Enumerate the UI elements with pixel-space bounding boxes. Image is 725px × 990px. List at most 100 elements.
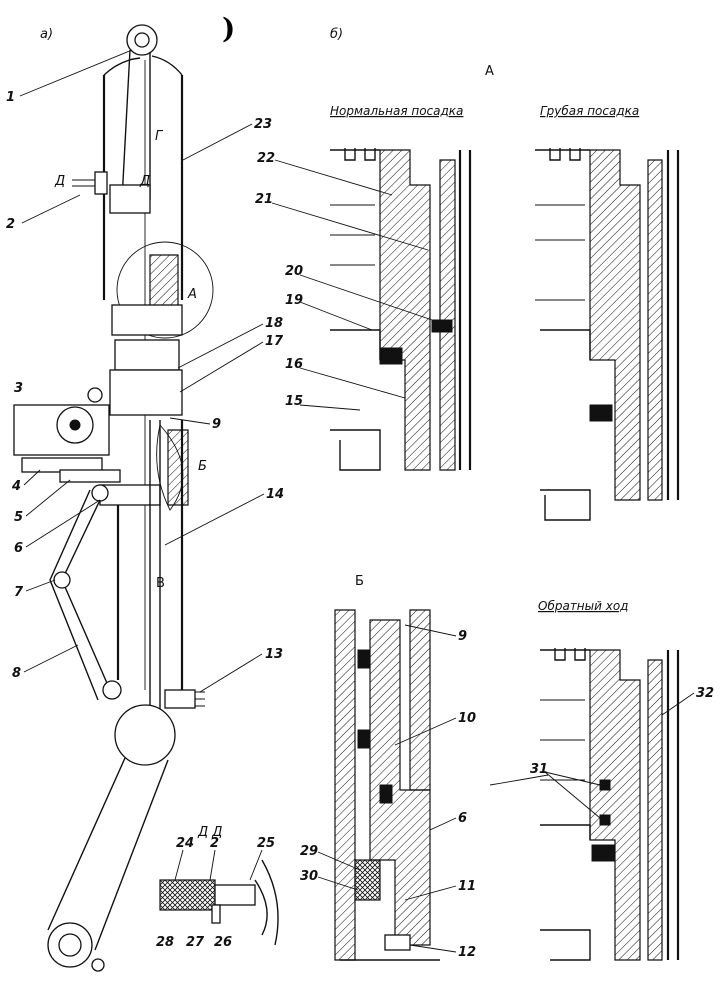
detail-b (334, 609, 440, 961)
dd-stem (211, 904, 221, 924)
rough-housing (589, 149, 641, 501)
torque-link (49, 489, 111, 701)
callout-27: 27 (186, 935, 205, 950)
upper-box (109, 184, 151, 214)
callout-18: 18 (265, 316, 283, 331)
b-outer-wall (334, 609, 356, 961)
panel-a-label: а) (40, 27, 53, 42)
dd-nut (214, 884, 256, 906)
callout-1: 1 (6, 90, 15, 105)
leader-11 (404, 885, 457, 901)
normal-rod (439, 159, 456, 471)
collar-2 (114, 339, 180, 371)
leader-17 (179, 341, 264, 393)
view-b-title: Б (355, 574, 364, 589)
callout-29: 29 (300, 844, 318, 859)
leader-14 (164, 493, 265, 546)
detail-reverse (540, 648, 680, 961)
normal-housing (379, 149, 431, 471)
rev-housing (589, 649, 641, 961)
detail-rough (535, 148, 680, 521)
link-pivot (53, 571, 71, 589)
rev-outline (540, 649, 591, 961)
leader-4 (23, 469, 41, 486)
rev-seal (591, 844, 615, 862)
callout-9-b: 9 (458, 629, 467, 644)
normal-teeth (344, 148, 376, 161)
main-strut-view: Д Д Г В А Б (13, 24, 214, 972)
leader-6-b (429, 817, 457, 831)
leader-19 (299, 301, 373, 331)
callouts: 1 2 3 4 5 6 7 8 9 13 14 15 16 17 18 19 2… (6, 49, 714, 960)
collar-3 (109, 369, 183, 416)
leader-24 (174, 849, 184, 881)
rev-ring-31b (599, 814, 611, 826)
label-v: В (156, 576, 165, 591)
callout-13: 13 (265, 647, 283, 662)
caption-reverse: Обратный ход (538, 599, 628, 613)
rough-outline (535, 149, 591, 521)
axle-housing (114, 704, 176, 766)
rough-seal (589, 404, 613, 422)
callout-4: 4 (11, 479, 21, 494)
b-inner-wall (409, 609, 431, 791)
leader-12 (409, 944, 457, 953)
item-2-threads (72, 179, 95, 187)
callout-2-dd: 2 (210, 836, 219, 851)
rev-rod (647, 659, 663, 961)
leader-9-b (404, 624, 457, 637)
leader-31c (489, 774, 549, 786)
section-dd: Д Д (159, 825, 279, 946)
leader-7 (25, 579, 56, 592)
zone-b-detail (167, 429, 189, 506)
caption-normal: Нормальная посадка (330, 104, 463, 118)
cylinder-top-left (103, 57, 141, 76)
bracket-mark: ) (222, 12, 235, 45)
pivot-6 (91, 484, 109, 502)
section-d-right: Д (139, 174, 150, 189)
callout-32: 32 (696, 686, 714, 701)
callout-5: 5 (14, 510, 23, 525)
callout-25: 25 (257, 836, 275, 851)
callout-11: 11 (458, 879, 476, 894)
callout-7: 7 (14, 585, 24, 600)
item-2-fitting (94, 171, 108, 195)
leader-13 (199, 653, 263, 693)
rough-teeth (549, 148, 581, 161)
fitting-threads (195, 691, 205, 707)
view-a-title: А (485, 64, 494, 79)
leader-9 (169, 417, 211, 425)
b-packing (354, 859, 381, 901)
leader-2-dd (209, 849, 216, 881)
top-eye-pin (134, 32, 150, 48)
leader-18 (177, 323, 264, 369)
rough-rod (647, 159, 663, 501)
leader-22 (274, 159, 393, 196)
leader-21 (271, 202, 429, 251)
piston-rod (149, 420, 161, 720)
callout-2: 2 (6, 217, 15, 232)
b-seal-2 (357, 729, 371, 749)
dd-wall (254, 859, 279, 946)
leader-6 (25, 499, 101, 548)
section-d-left: Д (54, 174, 65, 189)
label-g: Г (155, 129, 164, 144)
rev-teeth (554, 648, 586, 661)
upper-link (121, 49, 151, 201)
callout-21: 21 (255, 192, 273, 207)
zone-a-circle (116, 241, 214, 339)
callout-3: 3 (14, 381, 23, 396)
item-3-hub (69, 419, 81, 431)
leader-31a (544, 771, 601, 786)
leader-15 (299, 404, 361, 411)
wheel-axle-pin (58, 933, 82, 957)
callout-9: 9 (212, 417, 221, 432)
callout-16: 16 (285, 357, 303, 372)
item-3-bolt (87, 387, 103, 403)
callout-28: 28 (156, 935, 174, 950)
callout-24: 24 (176, 836, 194, 851)
rev-ring-31a (599, 779, 611, 791)
leader-32 (661, 692, 695, 716)
lever-arm (47, 757, 169, 951)
